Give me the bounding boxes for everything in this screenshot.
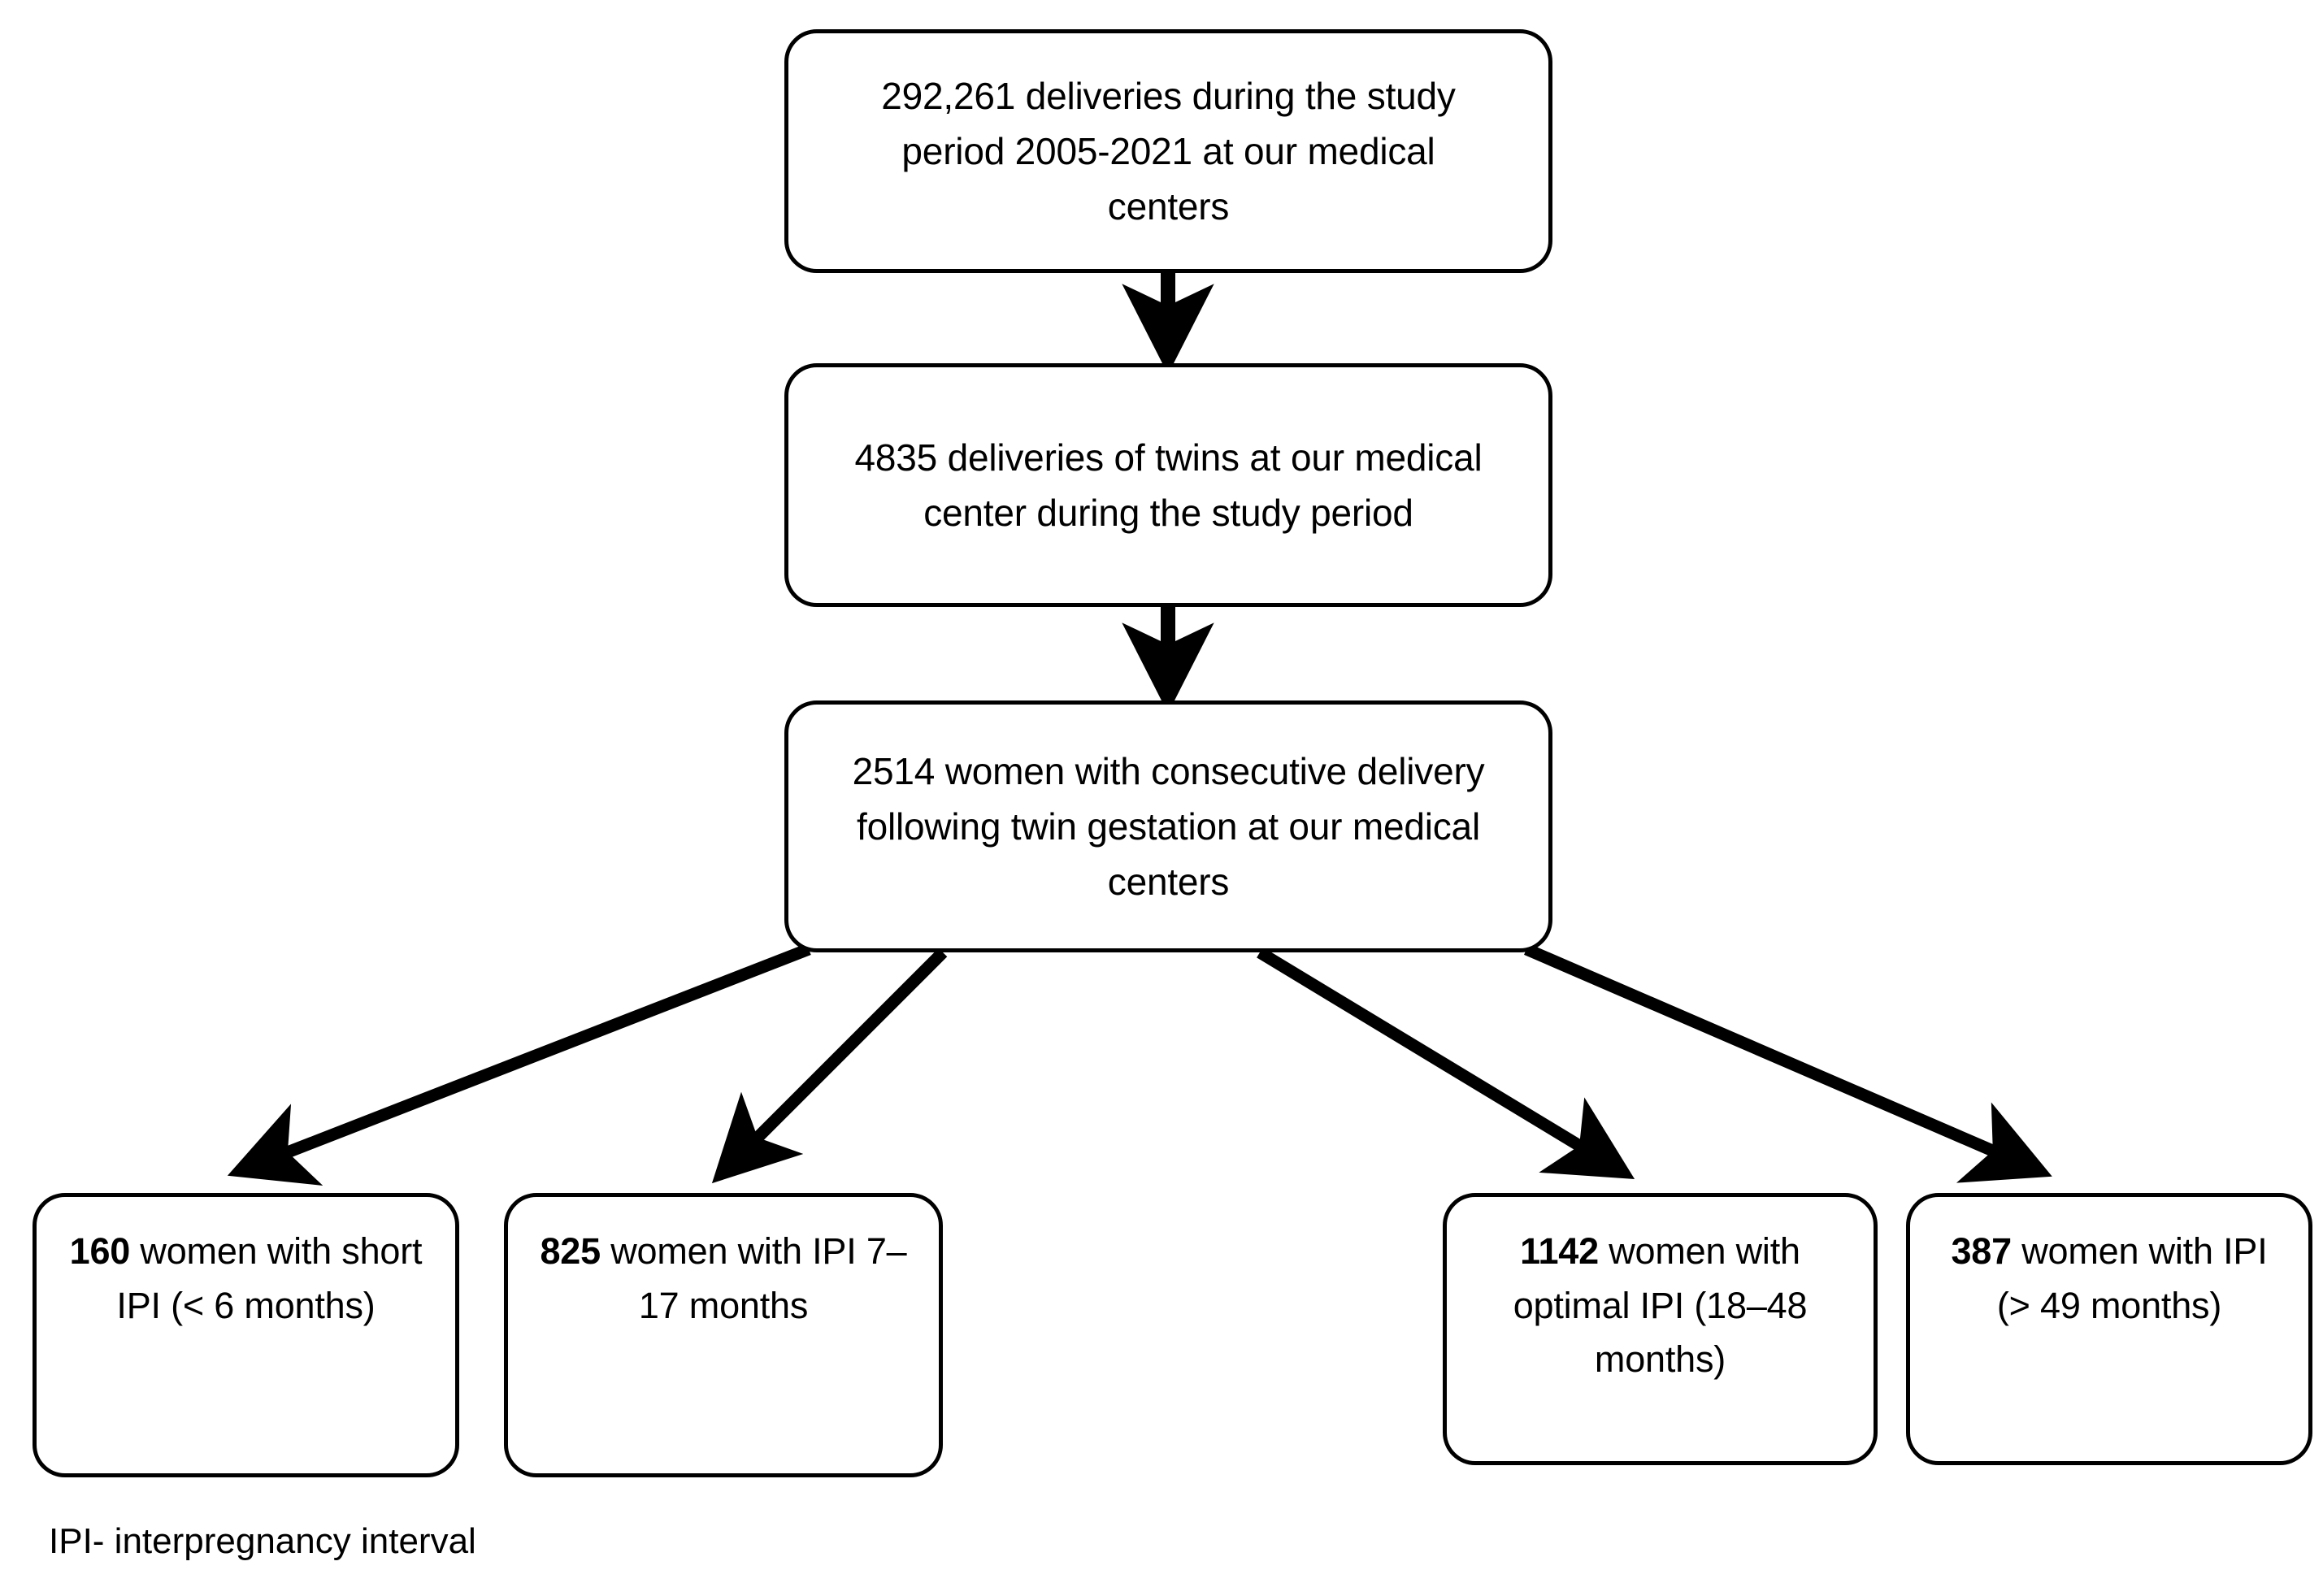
node-consecutive-delivery[interactable]: 2514 women with consecutive delivery fol… (784, 700, 1552, 952)
node-ipi-7-17-label: 825 women with IPI 7–17 months (534, 1197, 913, 1333)
node-ipi-7-17-rest: women with IPI 7–17 months (600, 1230, 907, 1326)
node-twin-deliveries[interactable]: 4835 deliveries of twins at our medical … (784, 363, 1552, 607)
node-consecutive-delivery-label: 2514 women with consecutive delivery fol… (852, 749, 1485, 904)
node-total-deliveries-label: 292,261 deliveries during the study peri… (881, 74, 1456, 228)
node-ipi-7-17-count: 825 (540, 1230, 601, 1272)
connector-consec-to-short (227, 943, 811, 1186)
node-short-ipi-label: 160 women with short IPI (< 6 months) (62, 1197, 430, 1333)
node-long-ipi[interactable]: 387 women with IPI (> 49 months) (1906, 1193, 2312, 1465)
footnote-ipi-abbreviation: IPI- interpregnancy interval (49, 1521, 476, 1561)
node-optimal-ipi-label: 1142 women with optimal IPI (18–48 month… (1473, 1197, 1848, 1387)
node-short-ipi-count: 160 (69, 1230, 131, 1272)
connector-consec-to-long (1524, 943, 2052, 1183)
connector-consec-to-optimal (1257, 947, 1635, 1179)
node-long-ipi-label: 387 women with IPI (> 49 months) (1934, 1197, 2284, 1333)
connector-consec-to-mid (711, 948, 948, 1184)
node-ipi-7-17[interactable]: 825 women with IPI 7–17 months (504, 1193, 943, 1477)
node-optimal-ipi-count: 1142 (1520, 1230, 1599, 1272)
node-twin-deliveries-label: 4835 deliveries of twins at our medical … (854, 436, 1483, 534)
node-total-deliveries[interactable]: 292,261 deliveries during the study peri… (784, 29, 1552, 273)
node-optimal-ipi-rest: women with optimal IPI (18–48 months) (1513, 1230, 1808, 1381)
node-long-ipi-count: 387 (1951, 1230, 2012, 1272)
node-short-ipi[interactable]: 160 women with short IPI (< 6 months) (33, 1193, 459, 1477)
node-optimal-ipi[interactable]: 1142 women with optimal IPI (18–48 month… (1443, 1193, 1878, 1465)
node-short-ipi-rest: women with short IPI (< 6 months) (116, 1230, 423, 1326)
node-long-ipi-rest: women with IPI (> 49 months) (1996, 1230, 2268, 1326)
